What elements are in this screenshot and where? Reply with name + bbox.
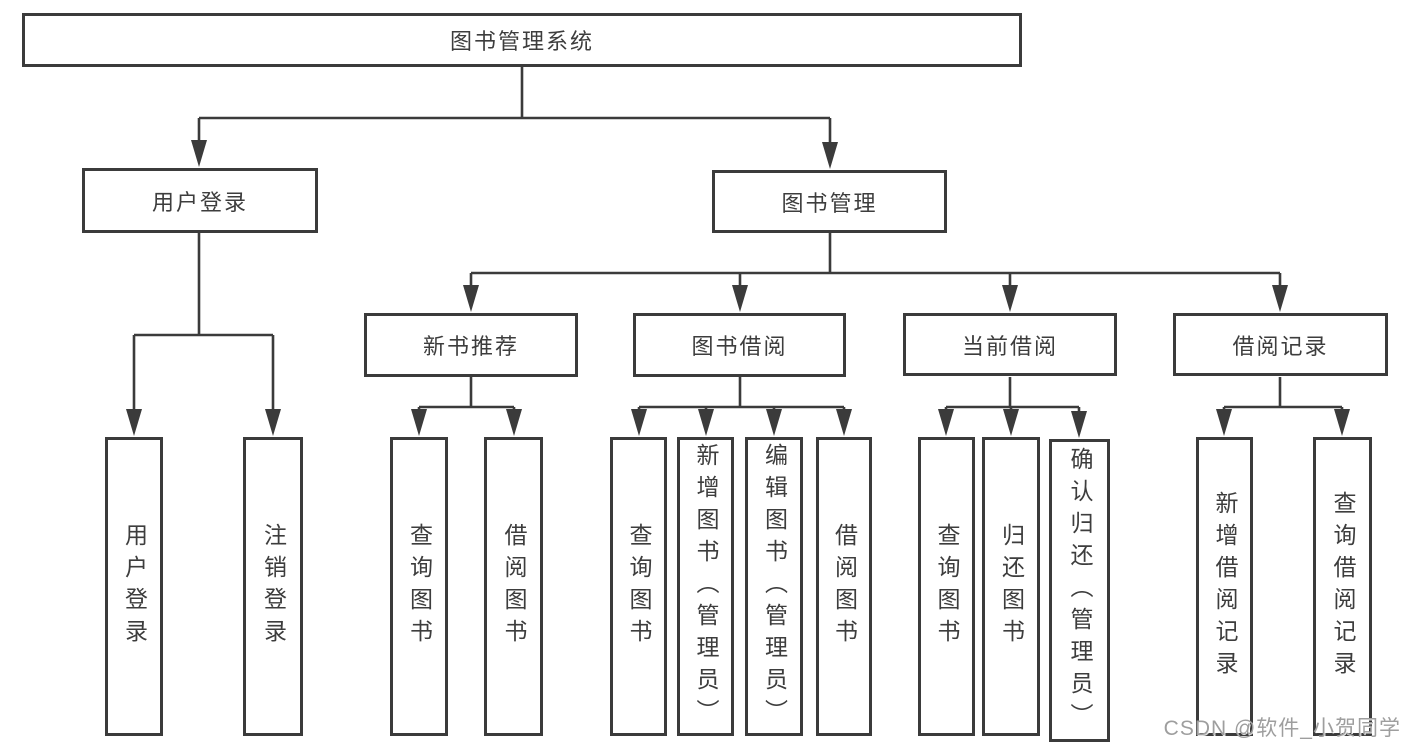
- leaf-add-borrow-record: 新增借阅记录: [1196, 437, 1253, 736]
- leaf-edit-books-admin-label: 编辑图书（管理员）: [761, 442, 788, 731]
- leaf-query-books-current: 查询图书: [918, 437, 975, 736]
- leaf-query-books-recommend: 查询图书: [390, 437, 448, 736]
- leaf-add-books-admin-label: 新增图书（管理员）: [693, 442, 719, 731]
- leaf-borrow-books: 借阅图书: [816, 437, 872, 736]
- leaf-borrow-books-label: 借阅图书: [831, 522, 858, 651]
- leaf-user-login-label: 用户登录: [121, 522, 148, 651]
- leaf-borrow-books-recommend: 借阅图书: [484, 437, 543, 736]
- leaf-edit-books-admin: 编辑图书（管理员）: [745, 437, 803, 736]
- leaf-user-login: 用户登录: [105, 437, 163, 736]
- leaf-query-borrow-record-label: 查询借阅记录: [1330, 490, 1356, 683]
- leaf-add-borrow-record-label: 新增借阅记录: [1212, 490, 1238, 683]
- leaf-query-books-borrowing: 查询图书: [610, 437, 667, 736]
- leaf-return-books-label: 归还图书: [998, 522, 1025, 651]
- leaf-logout-label: 注销登录: [260, 522, 287, 651]
- node-current-borrowing: 当前借阅: [903, 313, 1117, 376]
- leaf-query-borrow-record: 查询借阅记录: [1313, 437, 1372, 736]
- node-book-management: 图书管理: [712, 170, 947, 233]
- node-borrowing-records: 借阅记录: [1173, 313, 1388, 376]
- leaf-return-books: 归还图书: [982, 437, 1040, 736]
- leaf-confirm-return-admin-label: 确认归还（管理员）: [1067, 446, 1093, 735]
- node-new-book-recommendation: 新书推荐: [364, 313, 578, 377]
- leaf-add-books-admin: 新增图书（管理员）: [677, 437, 734, 736]
- watermark: CSDN @软件_小贺同学: [1163, 717, 1401, 740]
- leaf-confirm-return-admin: 确认归还（管理员）: [1049, 439, 1110, 742]
- leaf-borrow-books-recommend-label: 借阅图书: [501, 522, 527, 651]
- leaf-query-books-borrowing-label: 查询图书: [626, 522, 652, 651]
- node-book-borrowing: 图书借阅: [633, 313, 846, 377]
- node-user-login: 用户登录: [82, 168, 318, 233]
- leaf-query-books-current-label: 查询图书: [934, 522, 960, 651]
- leaf-query-books-recommend-label: 查询图书: [406, 522, 433, 651]
- node-root-library-system: 图书管理系统: [22, 13, 1022, 67]
- leaf-logout: 注销登录: [243, 437, 303, 736]
